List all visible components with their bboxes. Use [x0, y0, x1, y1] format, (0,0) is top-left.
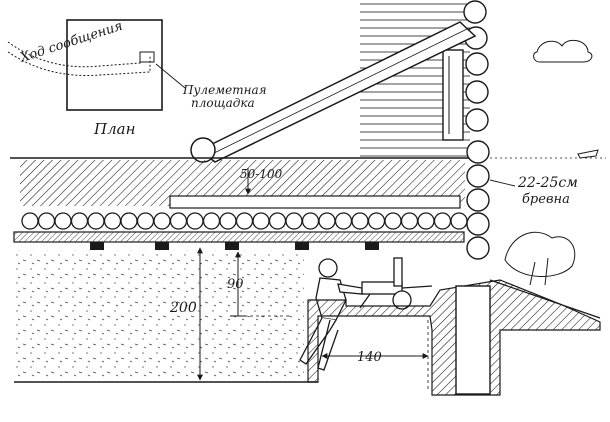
soldier-helmet: [318, 258, 338, 278]
side-log: [466, 236, 490, 260]
ceiling-log: [169, 212, 188, 230]
gun-shield: [393, 257, 403, 287]
plan-platform-label-1: Пулеметная: [182, 83, 267, 97]
ceiling-log: [367, 212, 386, 230]
log-size-label-2: бревна: [522, 192, 570, 207]
ceiling-log: [219, 212, 237, 230]
plan-platform-label-2: площадка: [191, 96, 255, 110]
ceiling-log: [54, 212, 72, 230]
ceiling-log: [351, 212, 369, 230]
roof-beam-grain: [207, 28, 468, 157]
plan-platform: [139, 51, 155, 63]
ceiling-log: [235, 212, 254, 230]
ceiling-log: [301, 212, 320, 230]
soldier-legs: [299, 317, 339, 371]
soldier-arm: [337, 283, 363, 295]
side-log: [466, 188, 490, 212]
ceiling-log: [252, 212, 270, 230]
side-log: [466, 212, 490, 236]
ceiling-plank: [13, 231, 465, 243]
wall-log-end: [463, 0, 487, 24]
ceiling-log: [334, 212, 353, 230]
earth-cover: 50-100: [20, 160, 465, 209]
side-log: [466, 140, 490, 164]
joist: [225, 242, 239, 250]
ceiling-log: [186, 212, 204, 230]
ceiling-log: [153, 212, 171, 230]
plan-title: План: [93, 120, 135, 138]
inner-plank: [169, 195, 461, 209]
parapet-post: [455, 285, 491, 395]
wall-log-end: [465, 80, 489, 104]
ceiling-log: [70, 212, 89, 230]
ceiling-log: [87, 212, 105, 230]
ceiling-log: [285, 212, 303, 230]
ceiling-log: [450, 212, 468, 230]
ceiling-log: [136, 212, 155, 230]
bush-outline: [504, 231, 576, 277]
side-log: [466, 164, 490, 188]
cloud-icon: [533, 39, 593, 63]
plan-trench-path: [7, 41, 141, 68]
ceiling-logs: [21, 212, 468, 230]
gun-barrel: [401, 285, 433, 289]
joist: [295, 242, 309, 250]
overburden-dim-label: 50-100: [240, 167, 283, 181]
right-logs: [466, 140, 490, 260]
ground-outside: [489, 279, 601, 319]
log-size-label-1: 22-25см: [517, 175, 578, 191]
bush-stems: [529, 257, 549, 286]
ceiling-log: [400, 212, 419, 230]
plan-frame: [66, 19, 163, 111]
floor-dim-label: 140: [357, 350, 382, 365]
ceiling-log: [202, 212, 221, 230]
embrasure-dim-label: 90: [227, 277, 244, 292]
ceiling-log: [268, 212, 287, 230]
plan-trench-path-inner: [7, 51, 151, 77]
plan-inset: Ход сообщения Пулеметная площадка План: [7, 19, 267, 138]
window-frame: [442, 49, 464, 141]
joist: [365, 242, 379, 250]
wall-log-end: [465, 108, 489, 132]
ceiling-joists: [90, 242, 379, 250]
ceiling-log: [384, 212, 402, 230]
ceiling-log: [433, 212, 452, 230]
wall-log-end: [465, 52, 489, 76]
interior-soil: [14, 250, 304, 380]
ceiling-dim-label: 200: [169, 300, 197, 316]
joist: [155, 242, 169, 250]
log-size-leader: [489, 179, 516, 187]
ceiling-log: [37, 212, 56, 230]
joist: [90, 242, 104, 250]
ceiling-log: [318, 212, 336, 230]
ceiling-log: [120, 212, 138, 230]
machine-gun: [359, 257, 433, 310]
ceiling-log: [103, 212, 122, 230]
ceiling-log: [417, 212, 435, 230]
plan-platform-leader: [155, 63, 186, 89]
bush: [504, 231, 576, 286]
ceiling-log: [21, 212, 39, 230]
firing-step: [307, 279, 601, 396]
plane-icon: [577, 149, 599, 159]
